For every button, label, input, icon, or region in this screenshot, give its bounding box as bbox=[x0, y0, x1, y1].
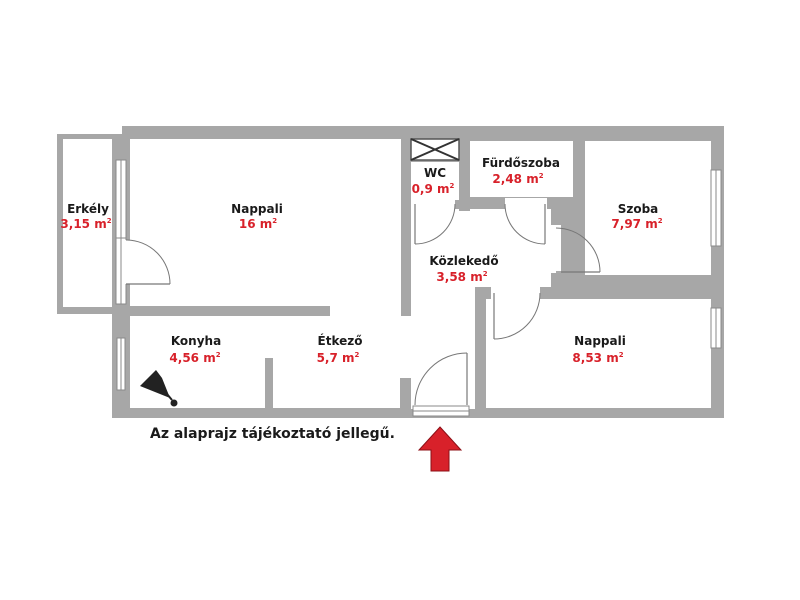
entrance-arrow-icon bbox=[417, 426, 463, 472]
room-labels: Erkély 3,15 m2 Nappali 16 m2 WC 0,9 m2 F… bbox=[60, 156, 662, 365]
room-area-szoba: 7,97 m2 bbox=[611, 217, 662, 231]
floor-erkely bbox=[63, 139, 112, 307]
windows bbox=[115, 159, 722, 417]
room-area-nappali-1: 16 m2 bbox=[239, 217, 277, 231]
room-name-furdoszoba: Fürdőszoba bbox=[482, 156, 560, 170]
room-area-konyha: 4,56 m2 bbox=[169, 351, 220, 365]
floor-furdo bbox=[470, 141, 573, 197]
floor-nappali-2 bbox=[486, 299, 711, 408]
room-floors bbox=[63, 139, 711, 409]
room-name-wc: WC bbox=[424, 166, 446, 180]
disclaimer-note: Az alaprajz tájékoztató jellegű. bbox=[150, 426, 395, 442]
ventilation-shaft bbox=[410, 138, 460, 161]
floor-hall-lower bbox=[411, 287, 475, 409]
room-area-nappali-2: 8,53 m2 bbox=[572, 351, 623, 365]
room-name-etkezo: Étkező bbox=[318, 333, 363, 348]
room-area-erkely: 3,15 m2 bbox=[60, 217, 111, 231]
room-name-nappali-1: Nappali bbox=[231, 202, 283, 216]
stove-icon bbox=[140, 370, 178, 407]
room-name-konyha: Konyha bbox=[171, 334, 221, 348]
room-area-wc: 0,9 m2 bbox=[412, 182, 455, 196]
doors bbox=[124, 198, 601, 406]
room-name-erkely: Erkély bbox=[67, 202, 109, 216]
room-area-etkezo: 5,7 m2 bbox=[317, 351, 360, 365]
floor-kozlekedo bbox=[411, 209, 551, 287]
room-name-szoba: Szoba bbox=[618, 202, 659, 216]
room-name-kozlekedo: Közlekedő bbox=[429, 254, 498, 268]
room-area-kozlekedo: 3,58 m2 bbox=[436, 270, 487, 284]
room-name-nappali-2: Nappali bbox=[574, 334, 626, 348]
floor-wc bbox=[411, 162, 459, 200]
interior-walls bbox=[130, 139, 711, 410]
floor-szoba bbox=[585, 141, 711, 275]
floor-nappali-main bbox=[130, 139, 401, 306]
room-area-furdoszoba: 2,48 m2 bbox=[492, 172, 543, 186]
floor-etkezo-upper bbox=[330, 300, 401, 320]
